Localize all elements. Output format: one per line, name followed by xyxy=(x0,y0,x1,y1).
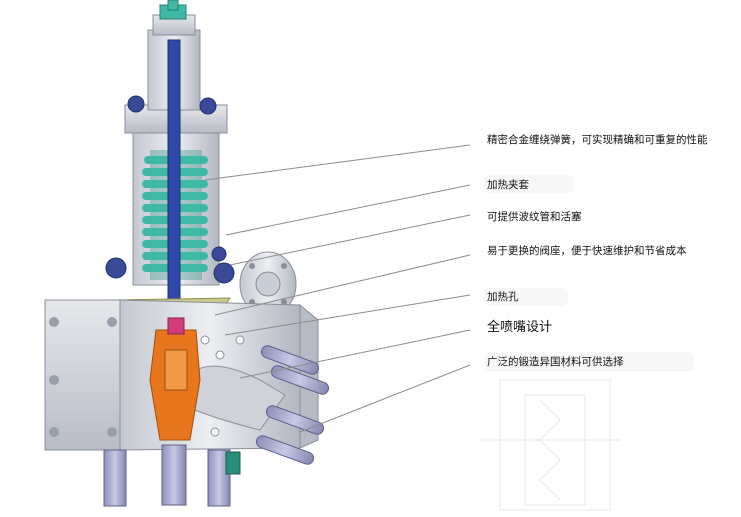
background-sketch xyxy=(480,379,620,511)
stem xyxy=(167,39,181,301)
callout-full-nozzle: 全喷嘴设计 xyxy=(487,320,553,335)
callout-spring: 精密合金缠绕弹簧，可实现精确和可重复的性能 xyxy=(487,134,708,146)
inlet-pipes xyxy=(103,444,241,507)
outlet-flange xyxy=(239,251,297,317)
callout-forged-materials: 广泛的锻造异国材料可供选择 xyxy=(487,356,624,368)
heating-pipes xyxy=(255,345,330,465)
label-bg-hole xyxy=(484,288,568,306)
leader-lines xyxy=(204,144,471,433)
label-bg-material xyxy=(484,352,694,372)
bonnet-bolts xyxy=(105,95,235,284)
label-bg-jacket xyxy=(484,175,574,193)
callout-heating-hole: 加热孔 xyxy=(487,291,519,303)
callout-bellows-piston: 可提供波纹管和活塞 xyxy=(487,211,582,223)
callout-replaceable-seat: 易于更换的阀座，便于快速维护和节省成本 xyxy=(487,245,687,257)
nozzle xyxy=(149,317,201,441)
callout-heating-jacket: 加热夹套 xyxy=(487,179,529,191)
